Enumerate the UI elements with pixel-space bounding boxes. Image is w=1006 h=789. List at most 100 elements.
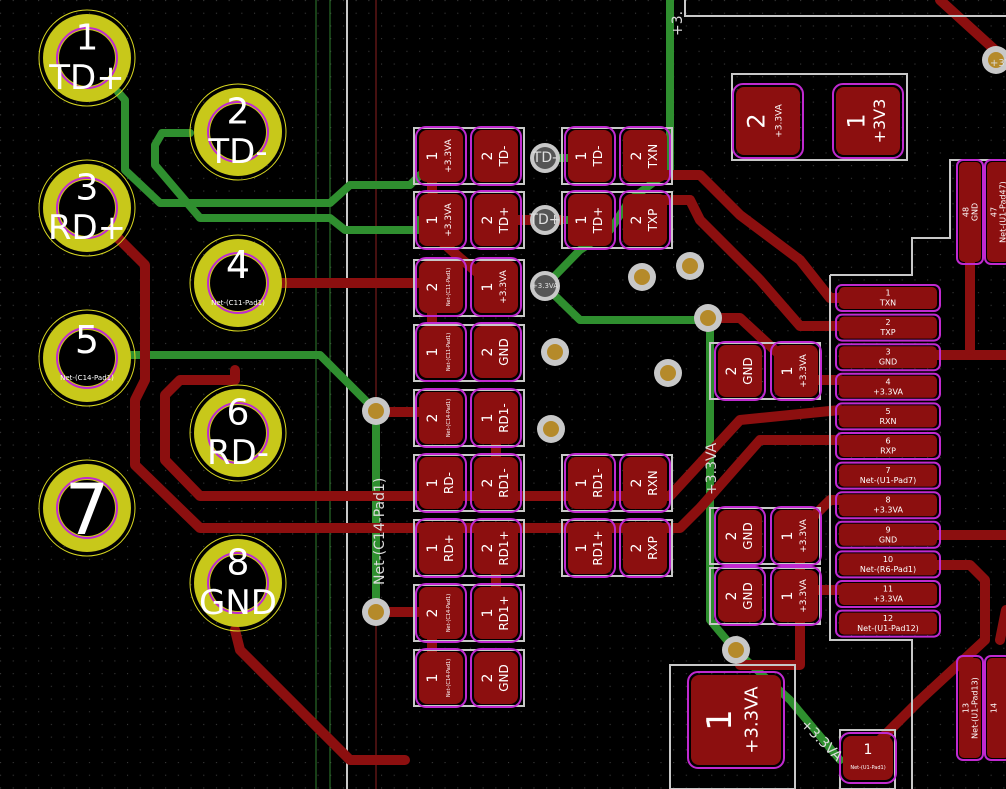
via[interactable]: +3.3VA	[530, 271, 560, 301]
via[interactable]	[982, 46, 1006, 74]
pin-number: 7	[885, 466, 890, 475]
pin-net: +3.3VA	[873, 387, 903, 396]
ic-pin-4[interactable]: 4+3.3VA	[835, 372, 941, 401]
pad-number: 2	[480, 152, 496, 161]
connector-pin-6[interactable]: 6RD-	[189, 384, 287, 482]
via[interactable]	[537, 415, 565, 443]
smd-pad[interactable]: 1+3.3VA	[770, 506, 822, 566]
pad-net: +3.3VA	[799, 353, 809, 387]
smd-pad[interactable]: 1+3.3VA	[470, 257, 522, 317]
connector-pin-1[interactable]: 1TD+	[38, 9, 136, 107]
pad-number: 1	[780, 532, 796, 541]
pad-net: GND	[741, 357, 755, 385]
pin-number: 10	[883, 555, 893, 564]
via[interactable]	[694, 304, 722, 332]
pad-net: RXN	[646, 470, 660, 496]
via[interactable]	[628, 263, 656, 291]
smd-pad[interactable]: 1+3V3	[832, 83, 904, 159]
smd-pad[interactable]: 1+3.3VA	[415, 126, 467, 186]
smd-pad[interactable]: 1+3.3VA	[770, 566, 822, 626]
pin-net: GND	[879, 358, 897, 367]
smd-pad[interactable]: 1+3.3VA	[415, 190, 467, 250]
pad-number: 2	[742, 113, 770, 128]
pad-number: 1	[425, 152, 441, 161]
pad-number: 1	[425, 216, 441, 225]
pad-number: 2	[629, 544, 645, 553]
via[interactable]	[541, 338, 569, 366]
via[interactable]	[362, 397, 390, 425]
silkscreen-outlines	[413, 0, 1006, 789]
via-label: +3.3VA	[532, 282, 558, 290]
connector-pin-2[interactable]: 2TD-	[189, 83, 287, 181]
connector-pin-3[interactable]: 3RD+	[38, 159, 136, 257]
ic-pin-11[interactable]: 11+3.3VA	[835, 580, 941, 608]
board-edge-lines	[315, 0, 377, 789]
pad-net: TXP	[646, 209, 660, 233]
smd-pad[interactable]: 1+3.3VA	[770, 341, 822, 401]
via-label: TD-	[532, 150, 557, 166]
via[interactable]	[362, 598, 390, 626]
via[interactable]	[676, 252, 704, 280]
pin-number: 7	[65, 469, 110, 551]
ic-pin-8[interactable]: 8+3.3VA	[835, 491, 941, 520]
via[interactable]	[722, 636, 750, 664]
pin-number: 2	[227, 92, 250, 133]
pin-number: 47	[990, 207, 999, 217]
pad-net: GND	[497, 338, 511, 366]
via[interactable]: TD+	[528, 205, 561, 235]
via[interactable]	[654, 359, 682, 387]
smd-pad[interactable]: 2+3.3VA	[732, 83, 804, 159]
ic-pin-14[interactable]: 14	[984, 655, 1006, 761]
smd-pad[interactable]: 1+3.3VA	[687, 671, 785, 769]
pad-number: 1	[700, 709, 740, 731]
pin-number: 6	[227, 393, 250, 434]
connector-pin-7[interactable]: 7	[38, 459, 136, 557]
via[interactable]: TD-	[530, 143, 560, 173]
